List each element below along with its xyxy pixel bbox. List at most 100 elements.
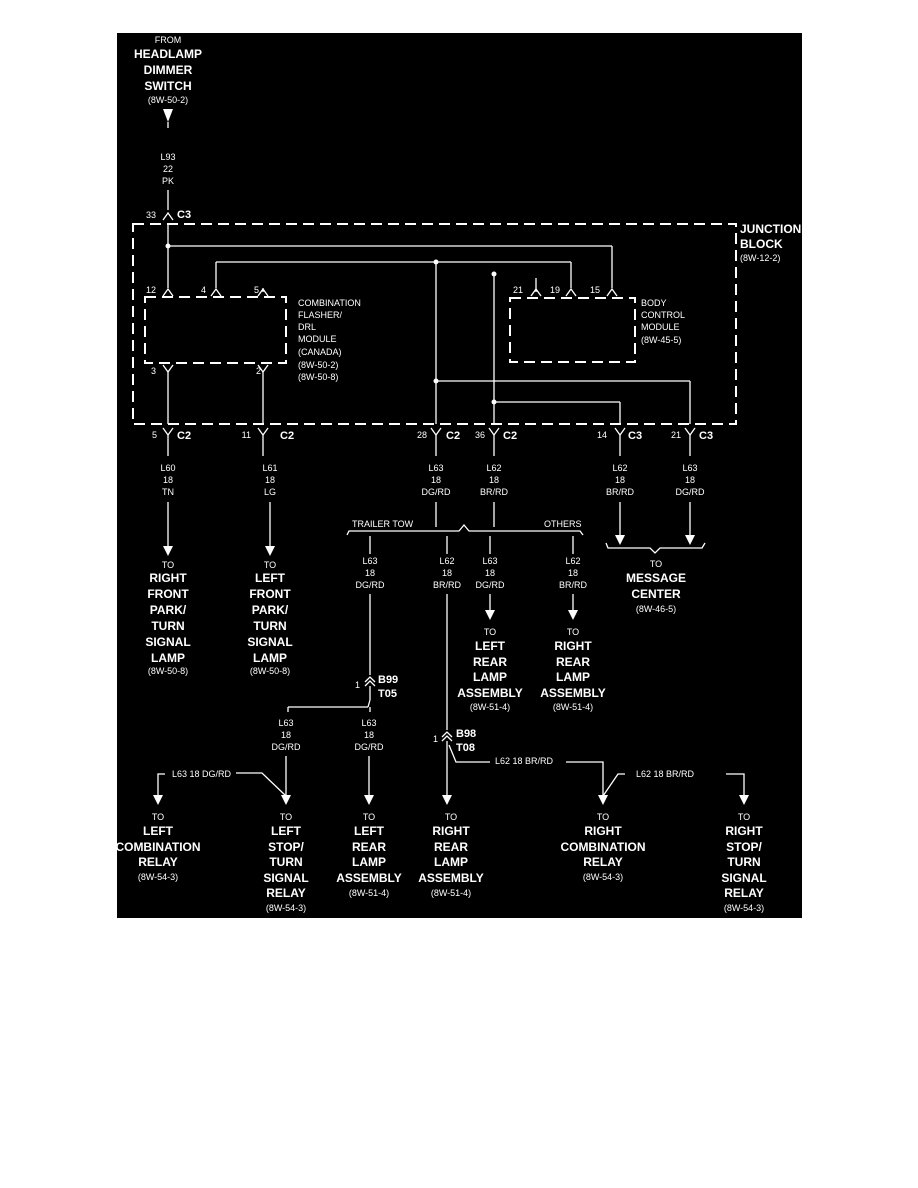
- option-bracket: TRAILER TOW OTHERS: [346, 502, 584, 536]
- svg-text:(8W-51-4): (8W-51-4): [470, 702, 510, 712]
- dest-left-rear-lamp-others: TO LEFT REAR LAMP ASSEMBLY (8W-51-4): [457, 627, 523, 712]
- svg-text:18: 18: [442, 568, 452, 578]
- svg-text:TO: TO: [280, 812, 292, 822]
- svg-text:11: 11: [242, 430, 251, 440]
- svg-text:L62: L62: [565, 556, 580, 566]
- svg-text:RIGHT: RIGHT: [554, 639, 592, 653]
- svg-text:TO: TO: [152, 812, 164, 822]
- svg-text:TRAILER TOW: TRAILER TOW: [352, 519, 414, 529]
- dest-message-center: TO MESSAGE CENTER (8W-46-5): [626, 559, 686, 614]
- svg-text:REAR: REAR: [434, 840, 468, 854]
- svg-text:FLASHER/: FLASHER/: [298, 310, 343, 320]
- svg-text:TURN: TURN: [253, 619, 286, 633]
- svg-text:18: 18: [281, 730, 291, 740]
- svg-text:SIGNAL: SIGNAL: [247, 635, 292, 649]
- svg-text:RIGHT: RIGHT: [432, 824, 470, 838]
- svg-text:C2: C2: [280, 430, 294, 442]
- dest-left-stop-turn-relay: TO LEFT STOP/ TURN SIGNAL RELAY (8W-54-3…: [263, 812, 308, 913]
- svg-text:RELAY: RELAY: [724, 886, 764, 900]
- dest-left-front-park-turn: TO LEFT FRONT PARK/ TURN SIGNAL LAMP (8W…: [247, 560, 292, 676]
- svg-text:L63: L63: [482, 556, 497, 566]
- svg-text:RELAY: RELAY: [266, 886, 306, 900]
- svg-text:18: 18: [265, 475, 275, 485]
- dest-right-combination-relay: TO RIGHT COMBINATION RELAY (8W-54-3): [560, 812, 645, 882]
- svg-text:L62 18 BR/RD: L62 18 BR/RD: [495, 756, 554, 766]
- flasher-module-label: COMBINATION FLASHER/ DRL MODULE (CANADA)…: [298, 298, 361, 382]
- svg-text:RIGHT: RIGHT: [149, 571, 187, 585]
- svg-text:LAMP: LAMP: [151, 651, 185, 665]
- svg-text:DIMMER: DIMMER: [144, 63, 193, 77]
- dest-right-rear-lamp-others: TO RIGHT REAR LAMP ASSEMBLY (8W-51-4): [540, 627, 606, 712]
- svg-text:T08: T08: [456, 742, 475, 754]
- svg-text:C3: C3: [699, 430, 713, 442]
- connector-c2-pin-36: 36 C2: [475, 427, 517, 442]
- connector-c3-pin-21: 21 C3: [671, 427, 713, 442]
- svg-text:18: 18: [685, 475, 695, 485]
- flasher-module-pins: 12 4 5 3 2: [146, 285, 269, 424]
- svg-text:MESSAGE: MESSAGE: [626, 571, 686, 585]
- junction-block-outline: [132, 223, 737, 425]
- body-control-module-outline: [509, 297, 636, 363]
- svg-text:5: 5: [152, 430, 157, 440]
- svg-text:(8W-54-3): (8W-54-3): [266, 903, 306, 913]
- svg-text:B99: B99: [378, 674, 398, 686]
- wiring-diagram: FROM HEADLAMP DIMMER SWITCH (8W-50-2) L9…: [117, 33, 802, 918]
- svg-text:BR/RD: BR/RD: [559, 580, 588, 590]
- svg-text:C3: C3: [628, 430, 642, 442]
- svg-text:LEFT: LEFT: [271, 824, 302, 838]
- svg-text:HEADLAMP: HEADLAMP: [134, 47, 202, 61]
- dest-left-combination-relay: TO LEFT COMBINATION RELAY (8W-54-3): [117, 812, 201, 882]
- connector-c2-pin-11: 11 C2: [242, 427, 294, 442]
- svg-text:RELAY: RELAY: [583, 855, 623, 869]
- svg-text:ASSEMBLY: ASSEMBLY: [540, 686, 606, 700]
- svg-text:PARK/: PARK/: [150, 603, 187, 617]
- svg-text:36: 36: [475, 430, 485, 440]
- svg-text:TO: TO: [445, 812, 457, 822]
- svg-text:DG/RD: DG/RD: [676, 487, 706, 497]
- svg-text:(8W-12-2): (8W-12-2): [740, 253, 780, 263]
- svg-text:1: 1: [355, 680, 360, 690]
- svg-text:(8W-51-4): (8W-51-4): [349, 888, 389, 898]
- wire-labels-main: L60 18 TN L61 18 LG L63 18 DG/RD L62 18 …: [160, 463, 705, 497]
- svg-text:BLOCK: BLOCK: [740, 237, 783, 251]
- svg-text:22: 22: [163, 164, 173, 174]
- connector-c3-pin-33: 33 C3: [146, 209, 191, 221]
- svg-text:C2: C2: [177, 430, 191, 442]
- svg-text:(8W-54-3): (8W-54-3): [583, 872, 623, 882]
- wiring-diagram-svg: FROM HEADLAMP DIMMER SWITCH (8W-50-2) L9…: [117, 35, 801, 913]
- connector-c2-pin-28: 28 C2: [417, 427, 460, 442]
- svg-text:MODULE: MODULE: [641, 322, 680, 332]
- svg-text:C2: C2: [503, 430, 517, 442]
- svg-text:ASSEMBLY: ASSEMBLY: [418, 871, 484, 885]
- flasher-module-outline: [144, 296, 287, 364]
- svg-text:SIGNAL: SIGNAL: [721, 871, 766, 885]
- svg-text:BR/RD: BR/RD: [480, 487, 509, 497]
- svg-text:DG/RD: DG/RD: [476, 580, 506, 590]
- svg-text:L62 18 BR/RD: L62 18 BR/RD: [636, 769, 695, 779]
- svg-text:SIGNAL: SIGNAL: [263, 871, 308, 885]
- svg-text:RELAY: RELAY: [138, 855, 178, 869]
- svg-text:TO: TO: [650, 559, 662, 569]
- svg-text:REAR: REAR: [473, 655, 507, 669]
- svg-text:COMBINATION: COMBINATION: [298, 298, 361, 308]
- svg-text:12: 12: [146, 285, 156, 295]
- bcm-pins: 21 19 15: [513, 285, 618, 297]
- svg-text:(8W-51-4): (8W-51-4): [553, 702, 593, 712]
- svg-text:DG/RD: DG/RD: [355, 742, 385, 752]
- svg-text:L63: L63: [428, 463, 443, 473]
- svg-text:L93: L93: [160, 152, 175, 162]
- svg-text:33: 33: [146, 210, 156, 220]
- svg-text:TURN: TURN: [269, 855, 302, 869]
- svg-text:(8W-54-3): (8W-54-3): [138, 872, 178, 882]
- svg-text:DRL: DRL: [298, 322, 316, 332]
- dest-right-rear-lamp-trailer: TO RIGHT REAR LAMP ASSEMBLY (8W-51-4): [418, 812, 484, 898]
- svg-text:18: 18: [568, 568, 578, 578]
- svg-text:TO: TO: [484, 627, 496, 637]
- svg-text:L61: L61: [262, 463, 277, 473]
- dest-left-rear-lamp-trailer: TO LEFT REAR LAMP ASSEMBLY (8W-51-4): [336, 812, 402, 898]
- svg-text:L63: L63: [682, 463, 697, 473]
- svg-text:TO: TO: [264, 560, 276, 570]
- svg-text:TURN: TURN: [151, 619, 184, 633]
- svg-text:21: 21: [513, 285, 523, 295]
- svg-text:DG/RD: DG/RD: [356, 580, 386, 590]
